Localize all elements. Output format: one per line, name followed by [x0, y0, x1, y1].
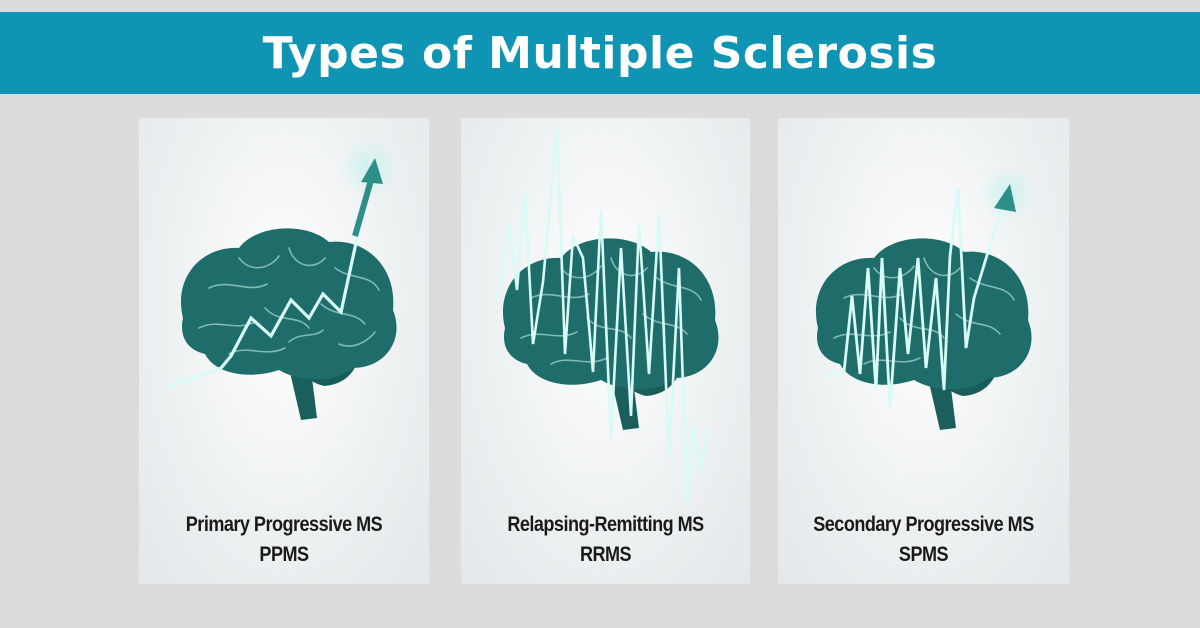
card-label: Primary Progressive MS PPMS	[159, 510, 408, 570]
card-abbr: SPMS	[898, 543, 949, 566]
card-label: Secondary Progressive MS SPMS	[798, 510, 1048, 570]
card-label: Relapsing-Remitting MS RRMS	[481, 510, 730, 570]
card-rrms: Relapsing-Remitting MS RRMS	[461, 118, 750, 584]
card-name: Relapsing-Remitting MS	[507, 513, 704, 536]
brain-wave-arrow-icon	[815, 166, 1036, 430]
title-banner: Types of Multiple Sclerosis	[0, 12, 1200, 94]
brain-upward-arrow-icon	[168, 138, 399, 420]
card-name: Primary Progressive MS	[185, 513, 383, 536]
card-ppms: Primary Progressive MS PPMS	[139, 118, 429, 584]
card-abbr: PPMS	[259, 543, 309, 566]
brain-zigzag-wave-icon	[497, 127, 719, 505]
card-abbr: RRMS	[579, 543, 632, 566]
page-title: Types of Multiple Sclerosis	[262, 27, 938, 79]
card-name: Secondary Progressive MS	[813, 513, 1034, 536]
card-spms: Secondary Progressive MS SPMS	[778, 118, 1069, 584]
